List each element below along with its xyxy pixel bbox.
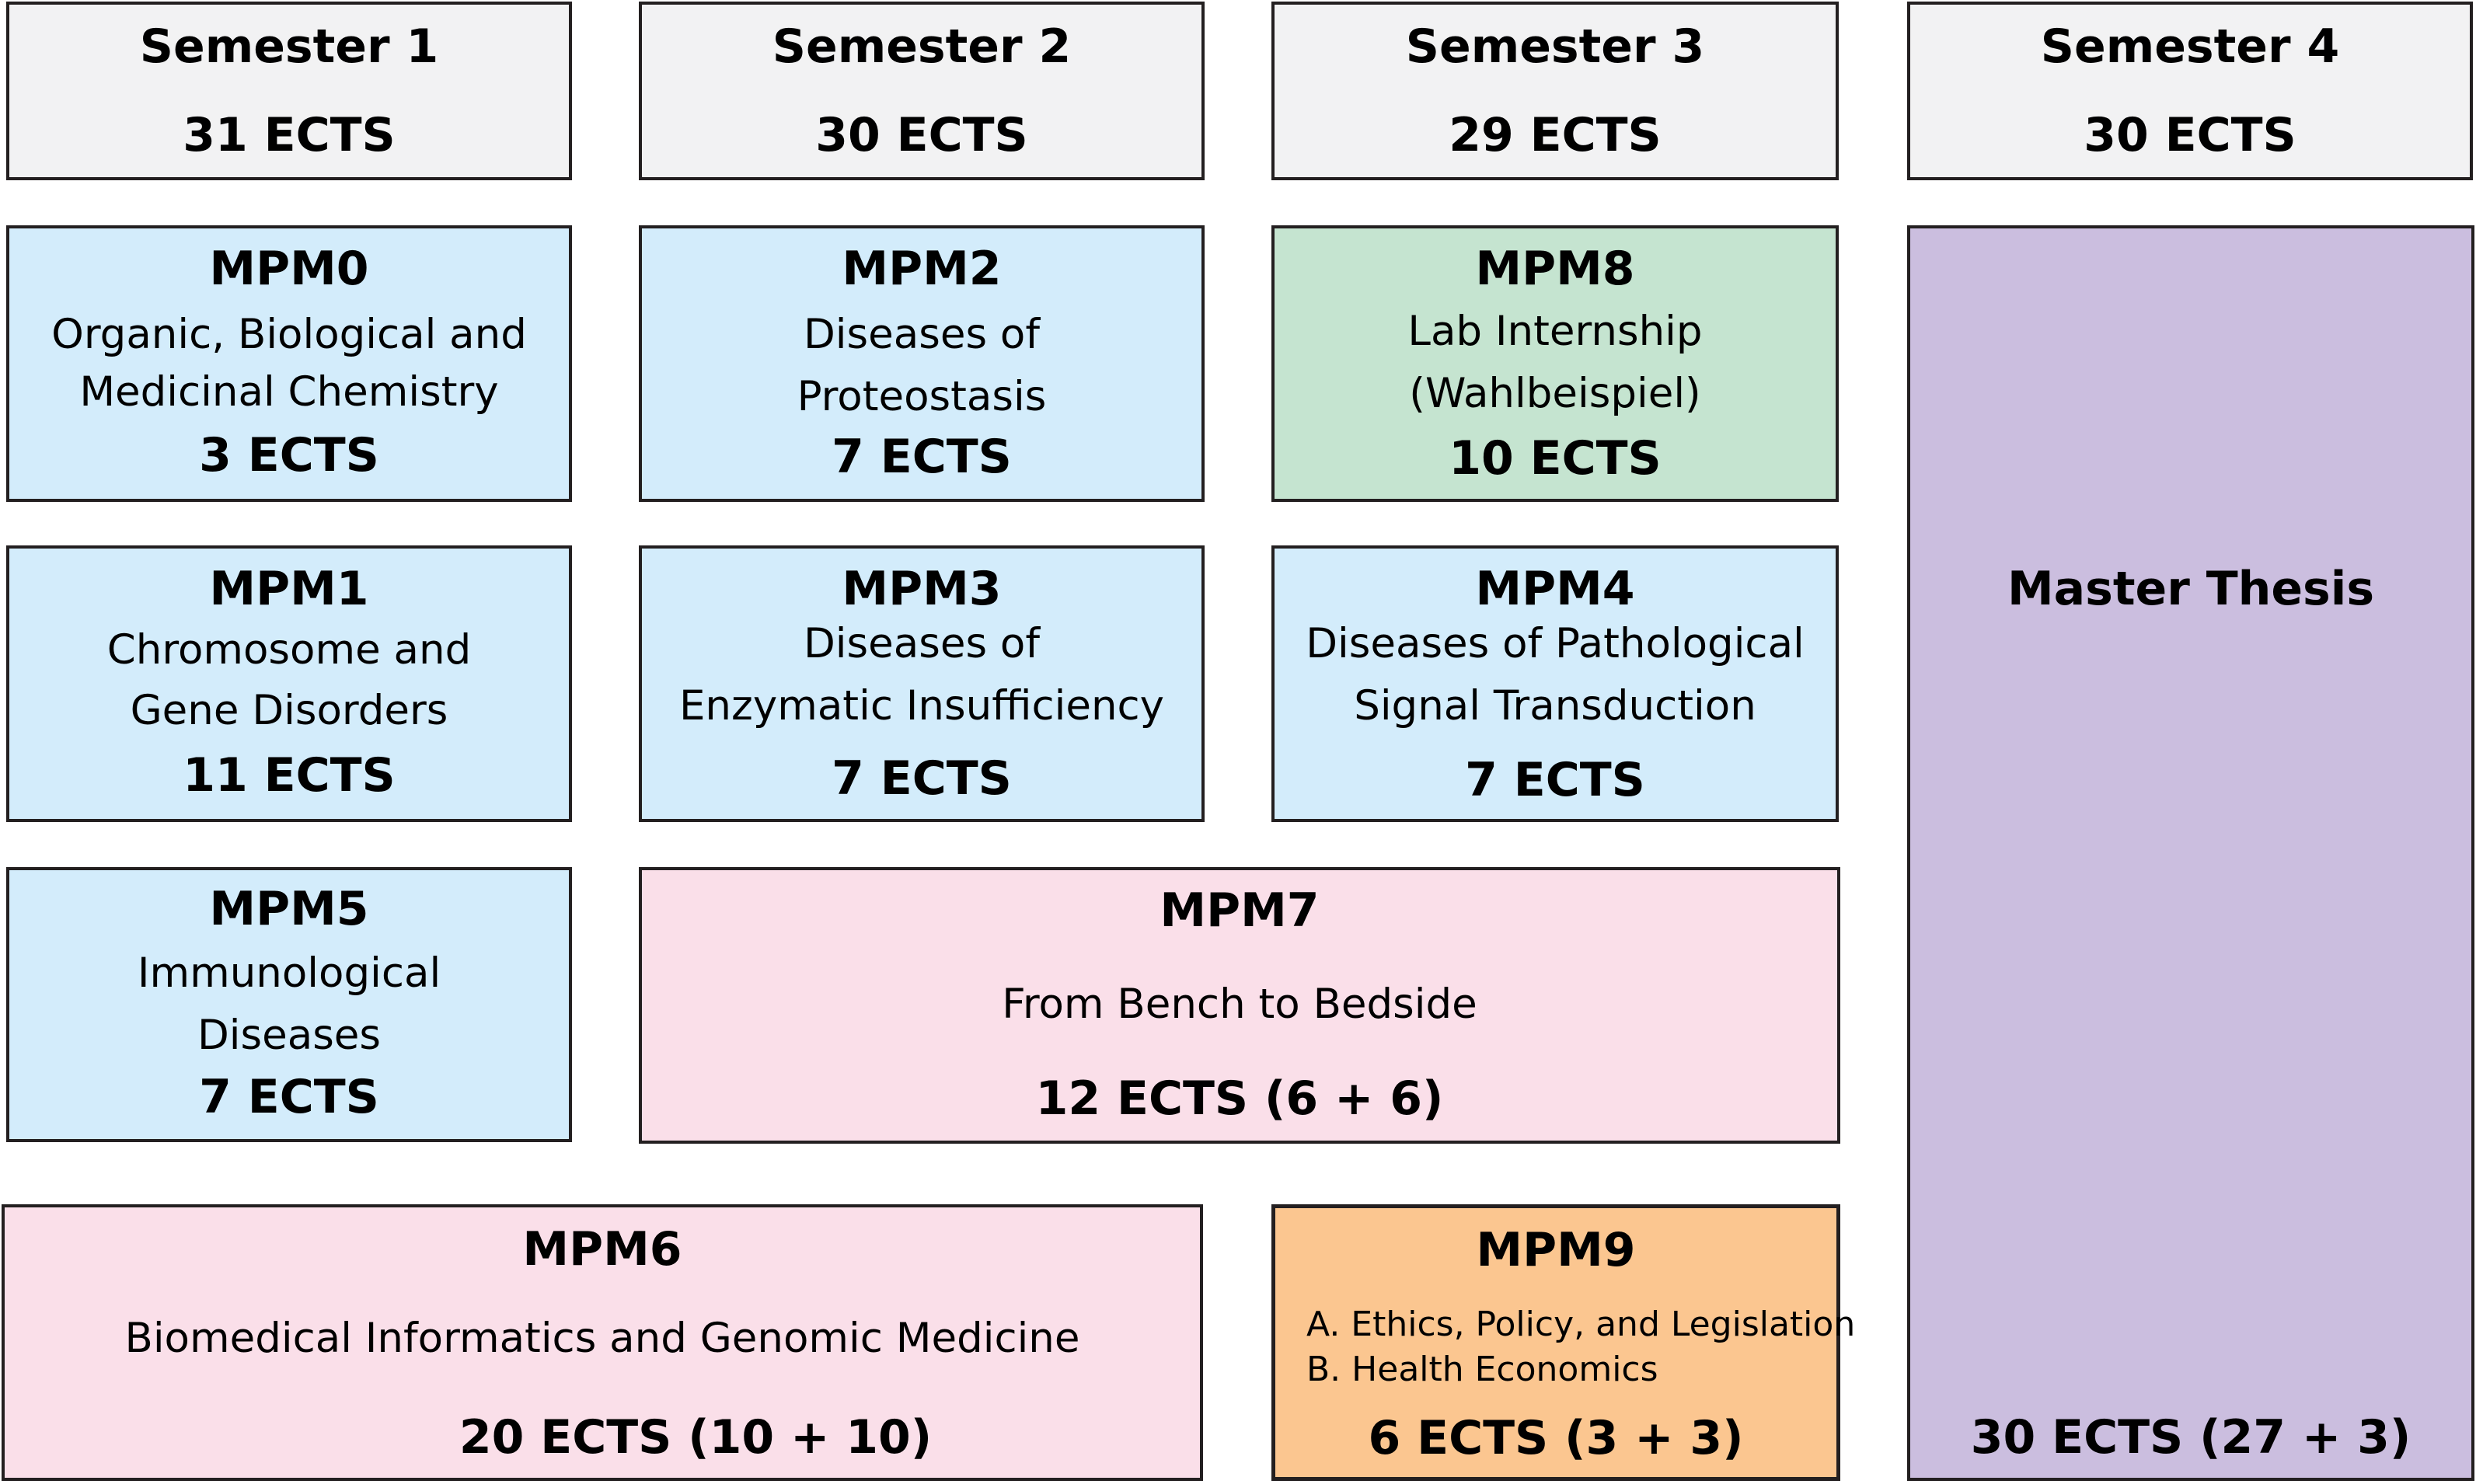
module-code: MPM9 — [1476, 1223, 1636, 1277]
module-mpm0: MPM0 Organic, Biological and Medicinal C… — [6, 225, 572, 502]
module-code: MPM1 — [209, 562, 369, 616]
semester-ects: 31 ECTS — [183, 108, 396, 162]
module-mpm7: MPM7 From Bench to Bedside 12 ECTS (6 + … — [639, 867, 1840, 1144]
semester-3-header: Semester 3 29 ECTS — [1271, 2, 1839, 180]
module-title-line-2: Signal Transduction — [1354, 682, 1756, 730]
module-mpm9: MPM9 A. Ethics, Policy, and Legislation … — [1271, 1204, 1855, 1481]
module-ects: 7 ECTS — [832, 430, 1012, 484]
module-mpm3: MPM3 Diseases of Enzymatic Insufficiency… — [639, 545, 1205, 822]
module-ects: 3 ECTS — [199, 428, 379, 482]
semester-ects: 30 ECTS — [2084, 108, 2296, 162]
module-code: MPM0 — [209, 242, 369, 296]
module-code: MPM3 — [842, 562, 1002, 616]
module-code: MPM5 — [209, 882, 369, 936]
module-mpm2: MPM2 Diseases of Proteostasis 7 ECTS — [639, 225, 1205, 502]
module-title-line-1: Diseases of — [804, 311, 1040, 358]
module-mpm4: MPM4 Diseases of Pathological Signal Tra… — [1271, 545, 1839, 822]
master-thesis: Master Thesis 30 ECTS (27 + 3) — [1907, 225, 2474, 1481]
module-title-line-1: Biomedical Informatics and Genomic Medic… — [124, 1315, 1080, 1362]
module-title-line-1: Diseases of — [804, 620, 1040, 667]
module-code: MPM4 — [1475, 562, 1635, 616]
module-ects: 7 ECTS — [199, 1070, 379, 1124]
semester-ects: 29 ECTS — [1449, 108, 1662, 162]
semester-1-header: Semester 1 31 ECTS — [6, 2, 572, 180]
module-title-line-2: (Wahlbeispiel) — [1409, 370, 1701, 417]
module-title-line-1: Lab Internship — [1407, 308, 1703, 355]
module-option-a: A. Ethics, Policy, and Legislation — [1306, 1305, 1856, 1344]
semester-title: Semester 4 — [2040, 19, 2340, 74]
module-mpm1: MPM1 Chromosome and Gene Disorders 11 EC… — [6, 545, 572, 822]
module-title-line-2: Gene Disorders — [130, 687, 448, 734]
thesis-title: Master Thesis — [2007, 562, 2375, 616]
module-ects: 7 ECTS — [832, 751, 1012, 806]
semester-title: Semester 3 — [1405, 19, 1705, 74]
semester-ects: 30 ECTS — [815, 108, 1028, 162]
module-code: MPM7 — [1160, 883, 1320, 938]
module-title-line-1: Immunological — [137, 949, 441, 997]
module-ects: 7 ECTS — [1465, 753, 1645, 807]
semester-2-header: Semester 2 30 ECTS — [639, 2, 1205, 180]
module-mpm8: MPM8 Lab Internship (Wahlbeispiel) 10 EC… — [1271, 225, 1839, 502]
module-ects: 6 ECTS (3 + 3) — [1368, 1411, 1744, 1465]
module-title-line-2: Enzymatic Insufficiency — [678, 682, 1165, 730]
module-code: MPM2 — [842, 242, 1002, 296]
semester-title: Semester 1 — [139, 19, 439, 74]
module-title-line-2: Medicinal Chemistry — [79, 368, 499, 416]
semester-title: Semester 2 — [772, 19, 1072, 74]
module-ects: 12 ECTS (6 + 6) — [1035, 1071, 1444, 1126]
module-title-line-2: Proteostasis — [797, 373, 1047, 420]
module-title-line-1: Diseases of Pathological — [1306, 620, 1805, 667]
module-title-line-1: Chromosome and — [106, 626, 472, 674]
module-mpm5: MPM5 Immunological Diseases 7 ECTS — [6, 867, 572, 1142]
semester-4-header: Semester 4 30 ECTS — [1907, 2, 2473, 180]
module-title-line-2: Diseases — [197, 1012, 382, 1059]
module-title-line-1: Organic, Biological and — [51, 311, 527, 358]
thesis-ects: 30 ECTS (27 + 3) — [1970, 1410, 2411, 1465]
module-code: MPM8 — [1475, 242, 1635, 296]
module-mpm6: MPM6 Biomedical Informatics and Genomic … — [2, 1204, 1203, 1481]
module-option-b: B. Health Economics — [1306, 1350, 1658, 1389]
module-title-line-1: From Bench to Bedside — [1002, 981, 1477, 1028]
module-ects: 10 ECTS — [1449, 431, 1662, 486]
module-ects: 20 ECTS (10 + 10) — [459, 1410, 933, 1465]
module-code: MPM6 — [522, 1222, 682, 1277]
module-ects: 11 ECTS — [183, 748, 396, 803]
